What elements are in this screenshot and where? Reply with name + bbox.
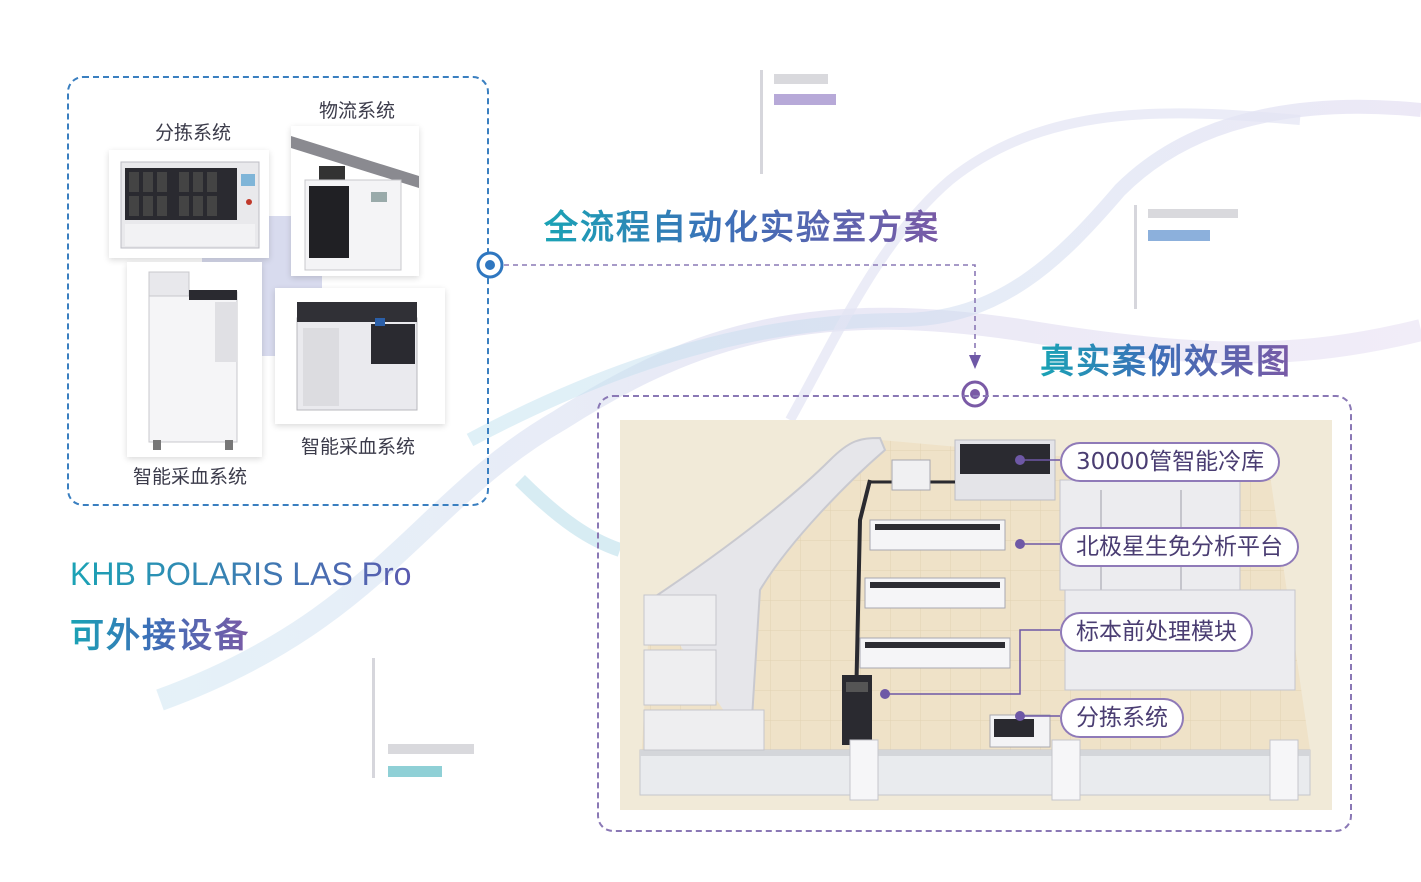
devices-panel: 分拣系统 物流系统 xyxy=(67,76,489,506)
bar-ornament-bottom xyxy=(372,658,482,778)
callout-preprocessing-module: 标本前处理模块 xyxy=(1060,612,1253,652)
product-name: KHB POLARIS LAS Pro xyxy=(70,556,412,592)
device-label-blood-collection-left: 智能采血系统 xyxy=(133,466,248,488)
device-label-sorting: 分拣系统 xyxy=(155,122,232,144)
product-subtitle: 可外接设备 xyxy=(70,608,250,657)
bar-ornament-top xyxy=(760,70,850,180)
device-label-logistics: 物流系统 xyxy=(319,100,396,122)
callout-sorting-system: 分拣系统 xyxy=(1060,698,1184,738)
lab-floorplan-render xyxy=(620,420,1332,810)
logistics-system-image xyxy=(291,126,419,276)
device-label-blood-collection-right: 智能采血系统 xyxy=(301,436,416,458)
blood-collection-image-right xyxy=(275,288,445,424)
flow-connector xyxy=(476,251,989,408)
blood-collection-image-left xyxy=(127,262,262,457)
main-title: 全流程自动化实验室方案 xyxy=(544,200,940,249)
case-title: 真实案例效果图 xyxy=(1040,334,1292,383)
sorting-system-image xyxy=(109,150,269,258)
case-panel xyxy=(597,395,1352,832)
bar-ornament-right xyxy=(1134,205,1244,315)
callout-analysis-platform: 北极星生免分析平台 xyxy=(1060,527,1299,567)
callout-cold-storage: 30000管智能冷库 xyxy=(1060,442,1281,482)
